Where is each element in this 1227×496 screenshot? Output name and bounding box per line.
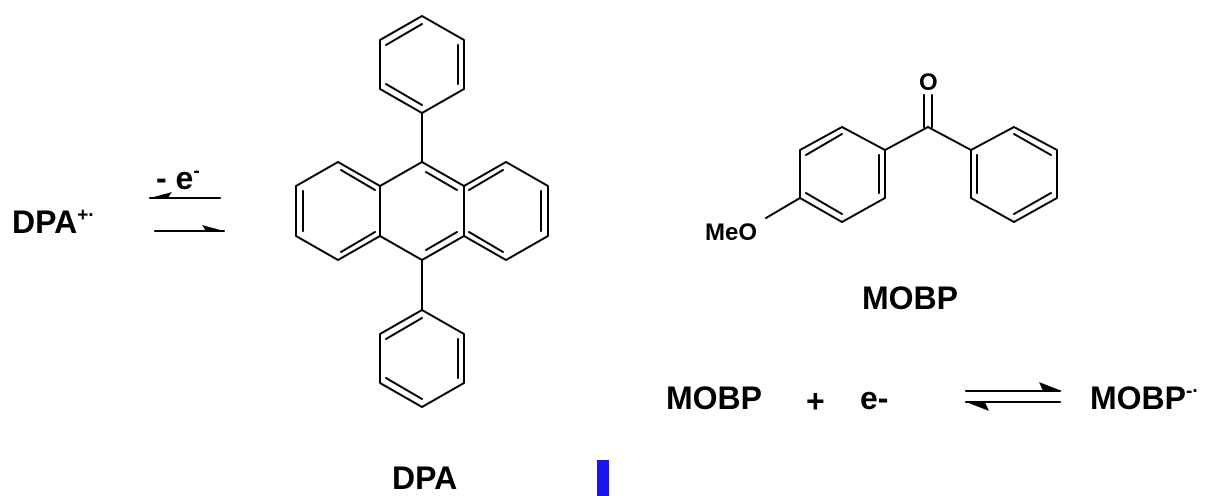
plus-sign: + <box>806 383 825 419</box>
mobp-radical-anion-base: MOBP <box>1090 380 1186 416</box>
text-cursor-marker <box>597 460 609 496</box>
dpa-radical-cation-charge: +· <box>77 205 94 226</box>
mobp-name: MOBP <box>862 280 958 316</box>
dpa-name: DPA <box>392 460 457 496</box>
carbonyl-oxygen-label: O <box>919 69 938 96</box>
reduction-product: MOBP-· <box>1090 380 1199 416</box>
oxidation-equilibrium-arrows <box>149 192 225 232</box>
dpa-radical-cation-label: DPA+· <box>12 204 95 240</box>
mobp-radical-anion-charge: -· <box>1186 381 1199 402</box>
dpa-structure <box>295 15 549 408</box>
oxidation-electron-charge: - <box>193 161 199 182</box>
oxidation-label: - e- <box>156 160 200 196</box>
reduction-equilibrium-arrows <box>965 382 1062 411</box>
reduction-reactant: MOBP <box>666 380 762 416</box>
methoxy-label: MeO <box>705 219 757 246</box>
mobp-structure <box>765 94 1058 223</box>
dpa-radical-cation-base: DPA <box>12 204 77 240</box>
electron-label: e- <box>860 380 888 416</box>
oxidation-electron: - e <box>156 160 193 196</box>
